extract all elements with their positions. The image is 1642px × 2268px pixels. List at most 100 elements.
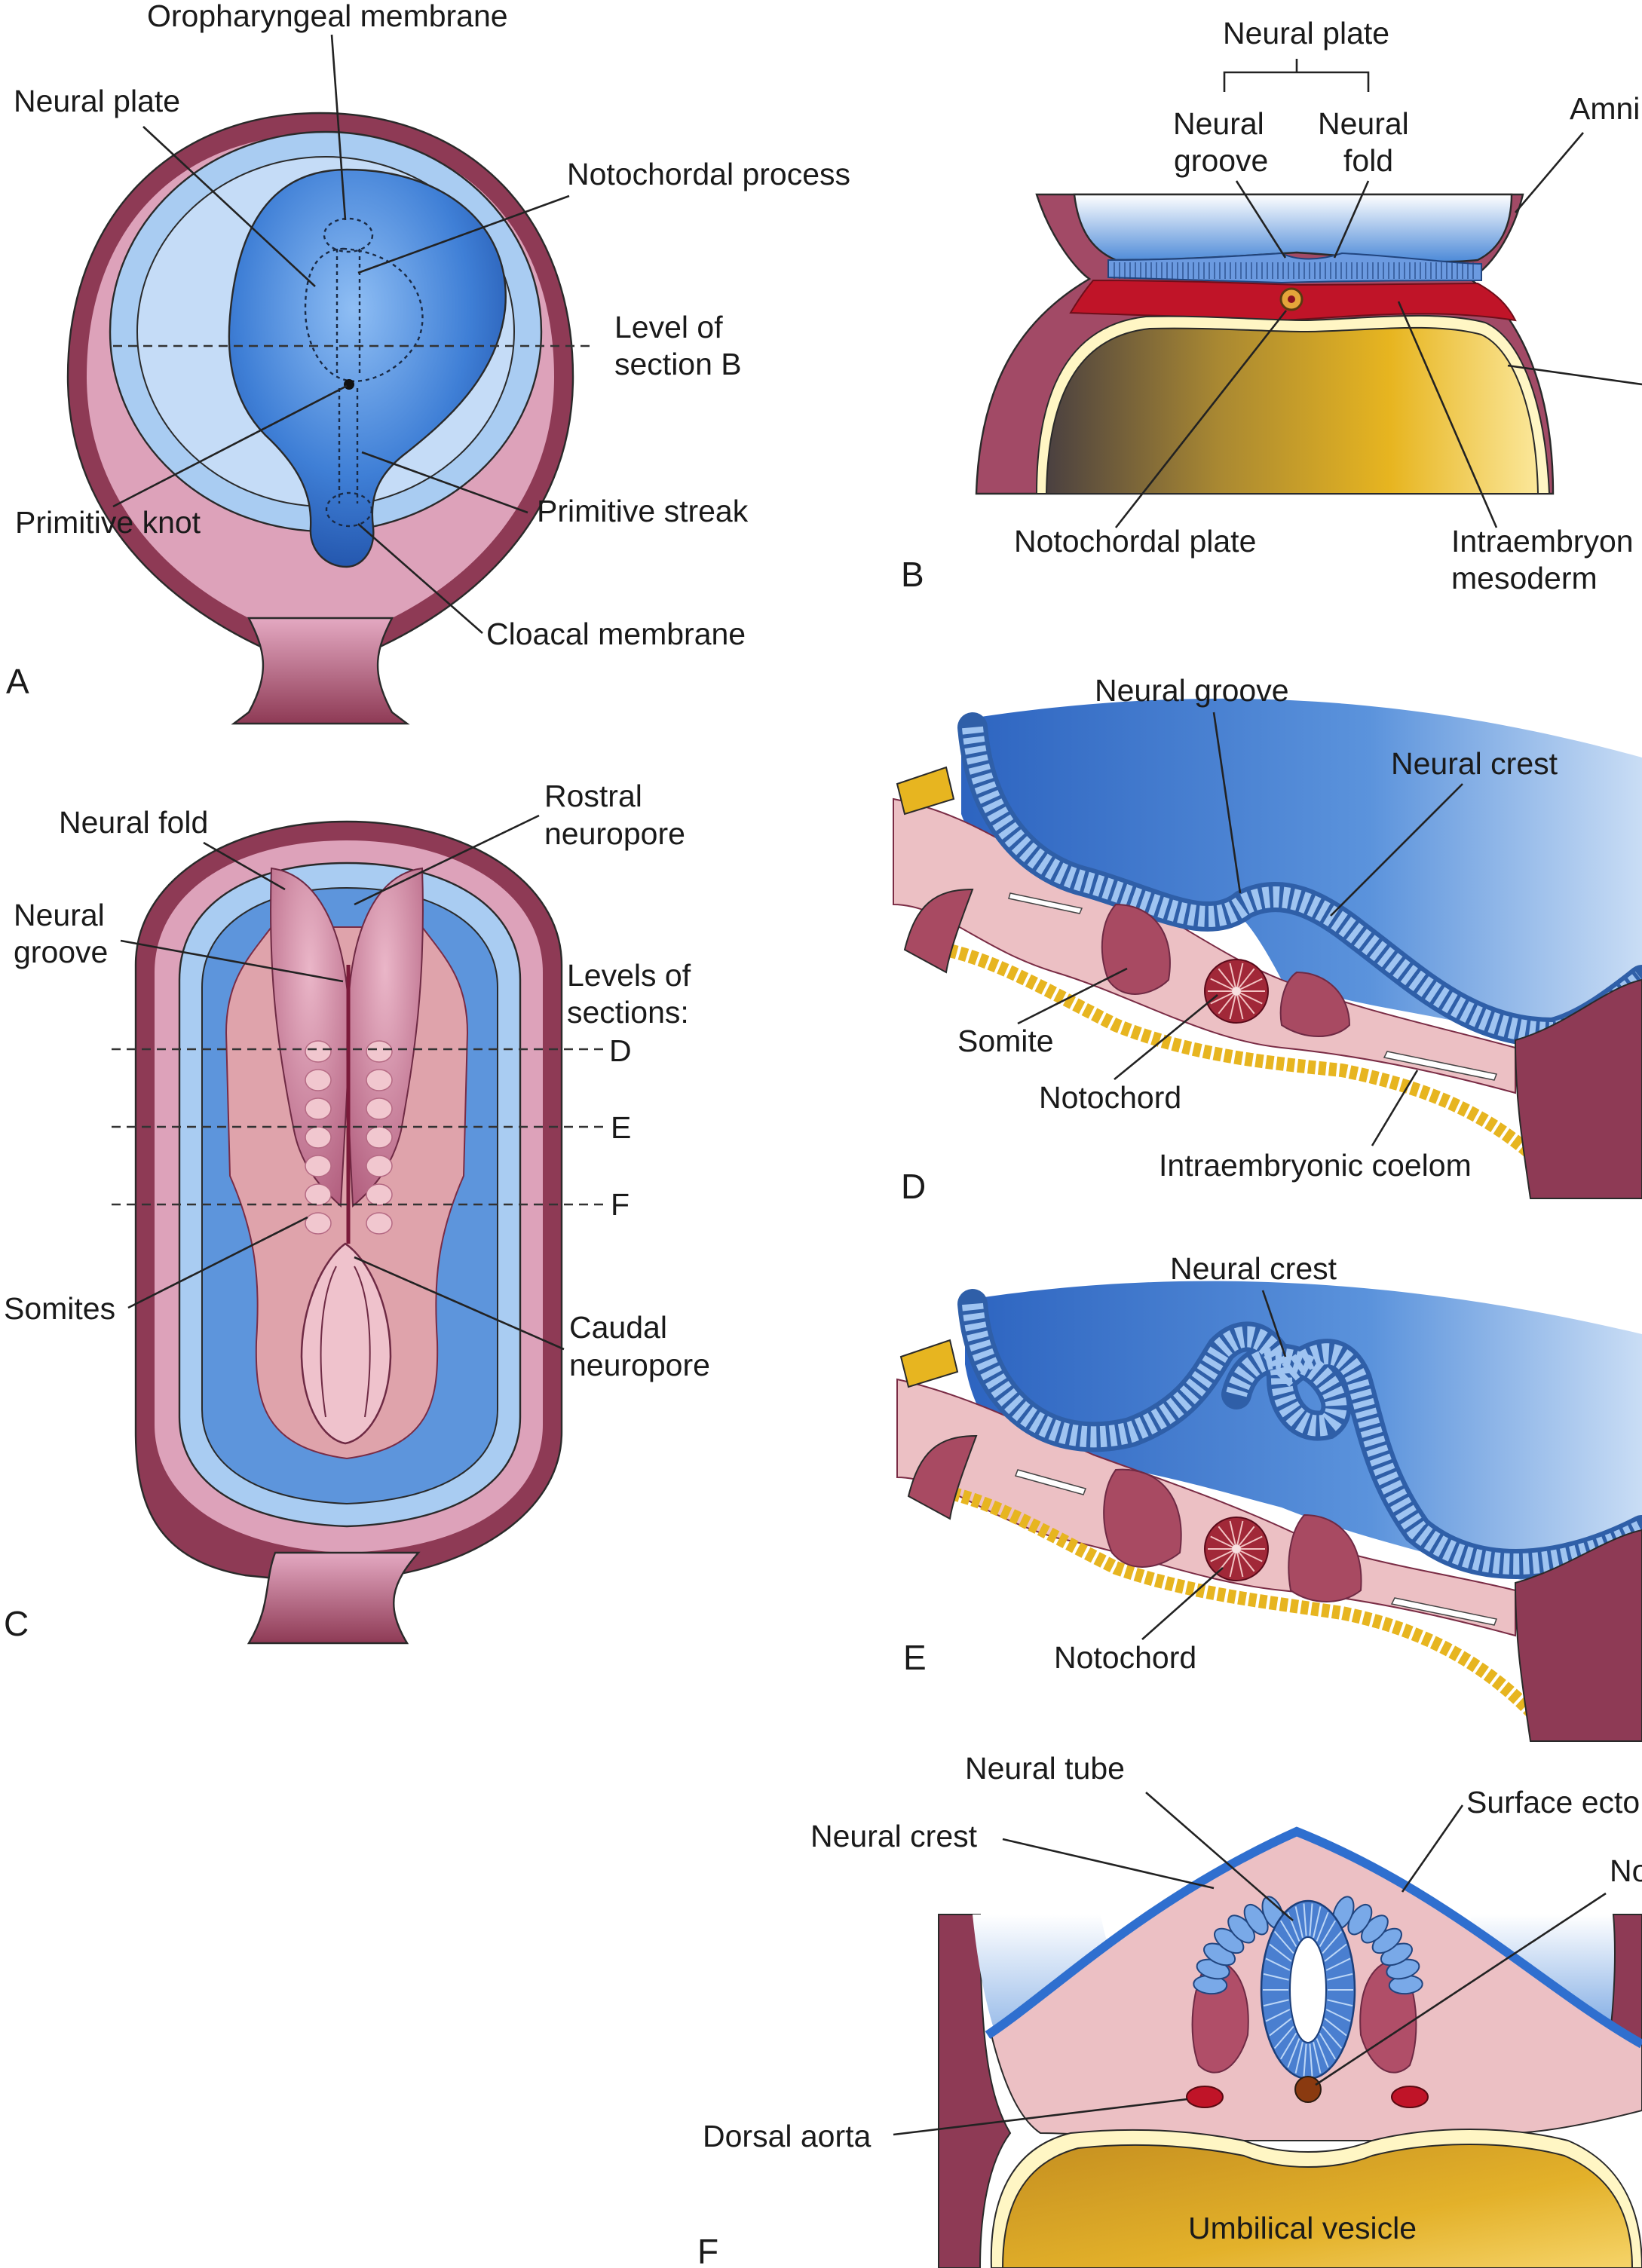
panel-f-notochord-leader xyxy=(1315,1892,1607,2086)
somite xyxy=(305,1155,332,1177)
panel-f-notochord-label: No xyxy=(1610,1853,1642,1888)
panel-b-neural-plate-bracket xyxy=(1223,59,1370,92)
panel-c-caudal-neuropore-inner xyxy=(320,1266,371,1418)
neural-tube-cell xyxy=(1263,1999,1289,2007)
panel-e-notochord xyxy=(1204,1517,1269,1581)
panel-f-neural-tube xyxy=(1260,1899,1356,2080)
notochord-cell-wall xyxy=(1236,1553,1244,1578)
neural-tube-cell xyxy=(1263,1973,1289,1981)
panel-f-surface-ectoderm-label: Surface ecto xyxy=(1466,1785,1640,1820)
panel-b-neural-plate xyxy=(1107,252,1482,284)
panel-f-neural-tube-leader xyxy=(1145,1792,1294,1921)
panel-f-amnion-left xyxy=(938,1914,1012,2268)
panel-f-dorsal-aorta-label: Dorsal aorta xyxy=(703,2119,872,2153)
panel-a-oropharyngeal-membrane xyxy=(323,217,374,253)
panel-a-primitive-knot-label: Primitive knot xyxy=(15,505,201,540)
notochord-cell-wall xyxy=(1229,995,1236,1020)
panel-d-notochord-leader xyxy=(1114,993,1218,1081)
panel-a-neural-plate-label: Neural plate xyxy=(14,84,180,118)
panel-b-neural-plate-label: Neural plate xyxy=(1223,16,1389,51)
panel-a-oropharyngeal-membrane-label: Oropharyngeal membrane xyxy=(147,0,508,33)
neural-tube-cell xyxy=(1287,2038,1300,2068)
panel-b-fold-label-1: Neural xyxy=(1318,106,1409,141)
neural-tube-cell xyxy=(1269,2018,1292,2037)
panel-c-caudal-leader xyxy=(354,1256,565,1351)
somite xyxy=(305,1183,332,1206)
neural-tube-cell xyxy=(1324,1943,1347,1962)
panel-b-umbilical-vesicle xyxy=(1045,326,1539,494)
panel-e-somite-left xyxy=(1103,1468,1182,1568)
neural-tube-cell xyxy=(1303,2043,1307,2077)
panel-a-notochordal-leader xyxy=(357,194,570,274)
panel-f: Neural tube Surface ecto Neural crest No… xyxy=(697,1751,1642,2268)
panel-d-somite-right xyxy=(1279,971,1351,1037)
somite xyxy=(305,1069,332,1091)
panel-f-dorsal-aorta-right xyxy=(1391,2086,1429,2108)
panel-d-endoderm-top xyxy=(896,766,955,816)
panel-a-neural-plate-disc xyxy=(228,168,507,568)
panel-f-neural-tube-label: Neural tube xyxy=(965,1751,1125,1786)
notochord-cell-wall xyxy=(1229,1520,1236,1545)
panel-f-neural-crest-label: Neural crest xyxy=(810,1819,978,1853)
notochord-cell-wall xyxy=(1210,992,1233,1005)
panel-b-mesoderm-label-2: mesoderm xyxy=(1451,561,1598,595)
panel-d-neural-crest-label: Neural crest xyxy=(1391,746,1558,781)
notochord-cell-wall xyxy=(1236,995,1244,1020)
somite xyxy=(366,1155,393,1177)
panel-c-level-d-label: D xyxy=(609,1033,632,1068)
notochord-cell-wall xyxy=(1210,1550,1233,1563)
panel-a-cloacal-membrane-label: Cloacal membrane xyxy=(486,617,746,651)
panel-a-cloacal-membrane xyxy=(325,491,373,528)
somite xyxy=(366,1212,393,1235)
panel-c-groove-label-1: Neural xyxy=(14,898,105,932)
neural-tube-cell xyxy=(1319,1920,1337,1948)
panel-c-rostral-leader xyxy=(354,814,540,906)
notochord-cell-wall xyxy=(1238,968,1255,988)
panel-d-notochord xyxy=(1204,959,1269,1024)
neural-tube-cell xyxy=(1273,1930,1294,1954)
somite xyxy=(305,1126,332,1149)
panel-a-neural-plate-leader xyxy=(142,126,316,287)
panel-e-coelom-right xyxy=(1390,1597,1498,1626)
notochord-cell-wall xyxy=(1238,1526,1255,1546)
panel-a-stalk xyxy=(231,617,410,725)
panel-c-level-f-label: F xyxy=(611,1187,630,1222)
neural-tube-cell xyxy=(1327,1999,1353,2007)
panel-e-endoderm-top xyxy=(899,1339,959,1388)
panel-c-neural-fold-right xyxy=(346,867,424,1208)
panel-a-primitive-knot xyxy=(344,379,354,390)
panel-b-amnion-label: Amni xyxy=(1570,91,1640,126)
notochord-cell-wall xyxy=(1229,1553,1236,1578)
panel-f-notochord xyxy=(1294,2076,1322,2103)
notochord-cell-wall xyxy=(1239,1535,1263,1548)
notochord-center xyxy=(1232,1544,1241,1553)
neural-tube-cell xyxy=(1313,1906,1322,1938)
notochord-cell-wall xyxy=(1210,978,1233,990)
notochord-cell-wall xyxy=(1238,1552,1255,1572)
panel-b-mesoderm-label-1: Intraembryon xyxy=(1451,524,1634,559)
panel-c-caudal-label-2: neuropore xyxy=(569,1348,710,1382)
somite xyxy=(305,1040,332,1063)
neural-tube-cell xyxy=(1316,1911,1329,1942)
neural-tube-cell xyxy=(1269,1943,1292,1962)
panel-d-neural-groove-label: Neural groove xyxy=(1095,673,1289,708)
panel-e-notochord-label: Notochord xyxy=(1054,1640,1196,1675)
panel-b: Neural plate Neural groove Neural fold A… xyxy=(901,16,1642,595)
panel-f-surface-ectoderm xyxy=(985,1826,1642,2049)
notochord-cell-wall xyxy=(1239,1550,1263,1563)
panel-e-neural-crest-leader xyxy=(1261,1290,1287,1357)
neural-tube-cell xyxy=(1322,1930,1343,1954)
panel-c: Neural fold Rostral neuropore Neural gro… xyxy=(4,779,710,1645)
panel-d-coelom-right xyxy=(1383,1051,1498,1081)
panel-a-level-label-1: Level of xyxy=(614,310,723,344)
notochord-cell-wall xyxy=(1229,963,1236,987)
panel-c-rostral-label-1: Rostral xyxy=(544,779,642,813)
panel-c-somites-leader xyxy=(127,1216,308,1309)
panel-c-neural-fold-label: Neural fold xyxy=(59,805,208,840)
panel-c-groove-label-2: groove xyxy=(14,935,108,969)
panel-b-wall-leader xyxy=(1507,364,1642,386)
panel-a-primitive-streak-label: Primitive streak xyxy=(537,494,749,528)
panel-a-notochordal-process-label: Notochordal process xyxy=(567,157,850,191)
neural-tube-cell xyxy=(1313,2042,1322,2074)
somite xyxy=(366,1040,393,1063)
